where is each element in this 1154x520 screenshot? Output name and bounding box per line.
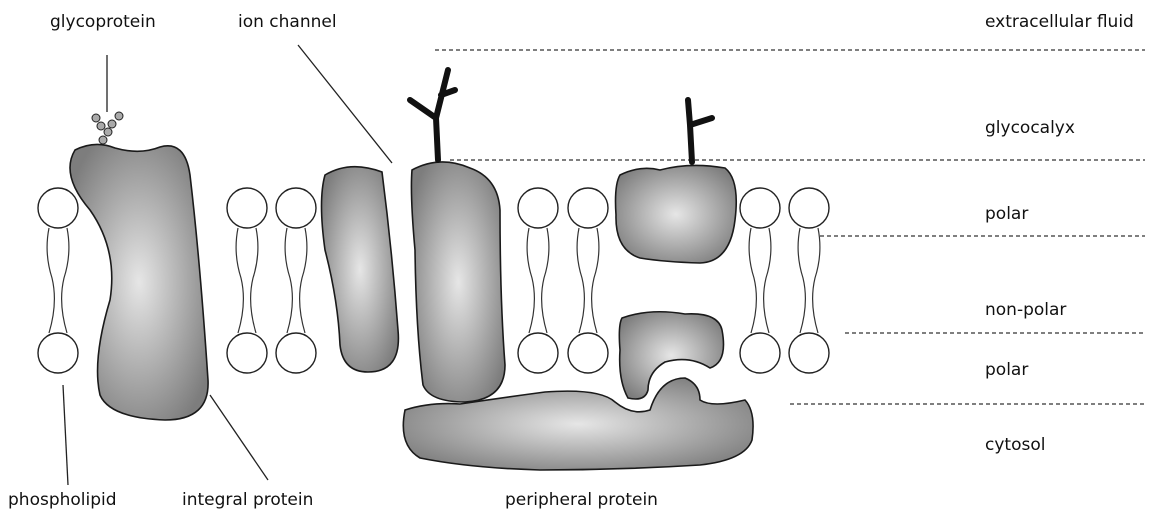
cytosol-label: cytosol xyxy=(985,435,1045,455)
ion-channel-glycan xyxy=(410,70,455,160)
upper-right-protein xyxy=(616,165,737,263)
polar-bottom-label: polar xyxy=(985,360,1028,380)
ion-channel-label: ion channel xyxy=(238,12,337,32)
ion-channel-right xyxy=(411,162,505,402)
glycoprotein-label: glycoprotein xyxy=(50,12,156,32)
integral-protein-pointer xyxy=(210,395,268,480)
integral-protein-label: integral protein xyxy=(182,490,313,510)
ion-channel-pointer xyxy=(298,45,392,163)
phospholipid-5 xyxy=(568,188,608,373)
phospholipid-3 xyxy=(276,188,316,373)
extracellular-fluid-label: extracellular fluid xyxy=(985,12,1134,32)
polar-top-label: polar xyxy=(985,204,1028,224)
phospholipid-label: phospholipid xyxy=(8,490,117,510)
phospholipid-2 xyxy=(227,188,267,373)
glycoprotein-chain xyxy=(92,112,123,144)
glycocalyx-label: glycocalyx xyxy=(985,118,1075,138)
phospholipid-pointer xyxy=(63,385,68,485)
peripheral-protein-label: peripheral protein xyxy=(505,490,658,510)
upper-right-glycan xyxy=(688,100,712,162)
non-polar-label: non-polar xyxy=(985,300,1066,320)
integral-protein-shape xyxy=(70,144,208,420)
phospholipid-7 xyxy=(789,188,829,373)
ion-channel-left xyxy=(322,167,399,372)
phospholipid-4 xyxy=(518,188,558,373)
phospholipid-1 xyxy=(38,188,78,373)
phospholipid-6 xyxy=(740,188,780,373)
